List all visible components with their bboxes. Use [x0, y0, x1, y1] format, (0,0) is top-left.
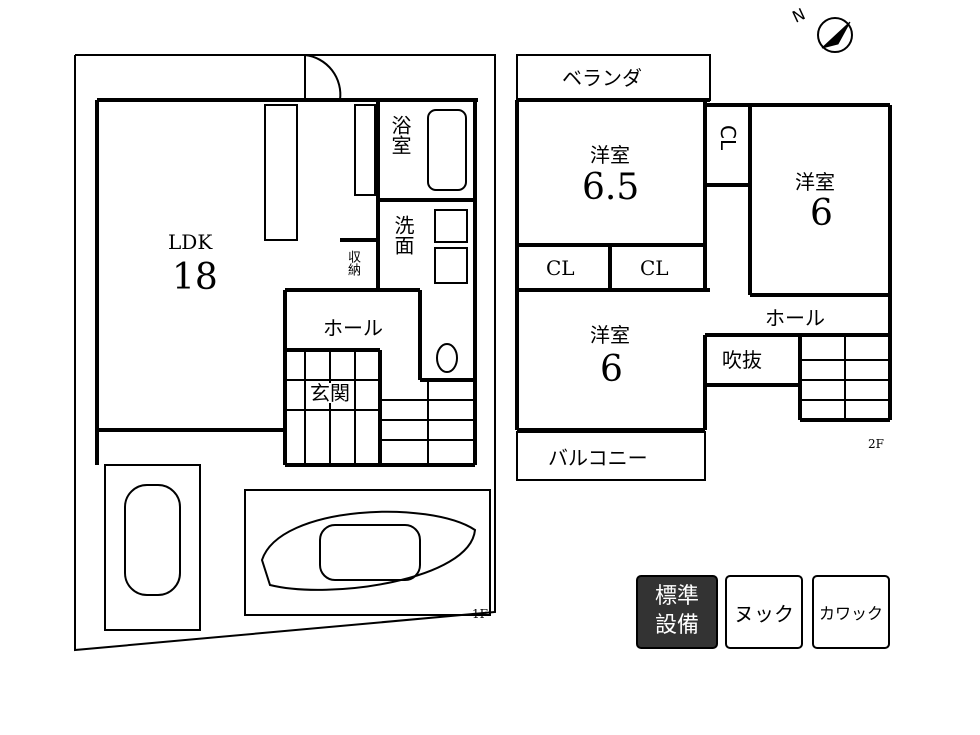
- balcony-label: バルコニー: [548, 446, 648, 470]
- room-a-label: 洋室: [590, 143, 630, 167]
- hall-1f-label: ホール: [323, 316, 383, 340]
- floor1-walls: [95, 98, 478, 467]
- bath-label: 浴室: [388, 115, 412, 155]
- room-a-size: 6.5: [582, 167, 640, 208]
- ldk-label: LDK: [168, 230, 213, 254]
- standard-equipment-badge: 標準設備: [636, 575, 718, 649]
- standard-equipment-text: 標準設備: [654, 584, 699, 638]
- floor2-stairs: [800, 335, 890, 420]
- room-b-label: 洋室: [795, 170, 835, 194]
- veranda-label: ベランダ: [562, 66, 642, 90]
- nook-badge: ヌック: [725, 575, 803, 649]
- room-c-label: 洋室: [590, 323, 630, 347]
- room-b-size: 6: [810, 193, 833, 234]
- kawakku-badge: カワック: [812, 575, 890, 649]
- floor1-fixtures: [264, 54, 475, 465]
- compass-icon: [817, 17, 853, 53]
- closet-3-label: CL: [640, 256, 669, 280]
- closet-1-label: CL: [716, 125, 740, 151]
- floor2-label: 2F: [868, 437, 884, 451]
- floor2-walls: [515, 54, 892, 481]
- storage-label: 収納: [345, 250, 360, 276]
- atrium-label: 吹抜: [722, 348, 762, 372]
- closet-2-label: CL: [546, 256, 575, 280]
- lot-boundary: [74, 54, 496, 652]
- ldk-size: 18: [172, 257, 218, 298]
- entrance-label: 玄関: [310, 381, 350, 405]
- hall-2f-label: ホール: [765, 306, 825, 330]
- floor1-label: 1F: [472, 607, 488, 621]
- room-c-size: 6: [600, 349, 623, 390]
- parking: [104, 464, 491, 631]
- washroom-label: 洗面: [391, 215, 415, 255]
